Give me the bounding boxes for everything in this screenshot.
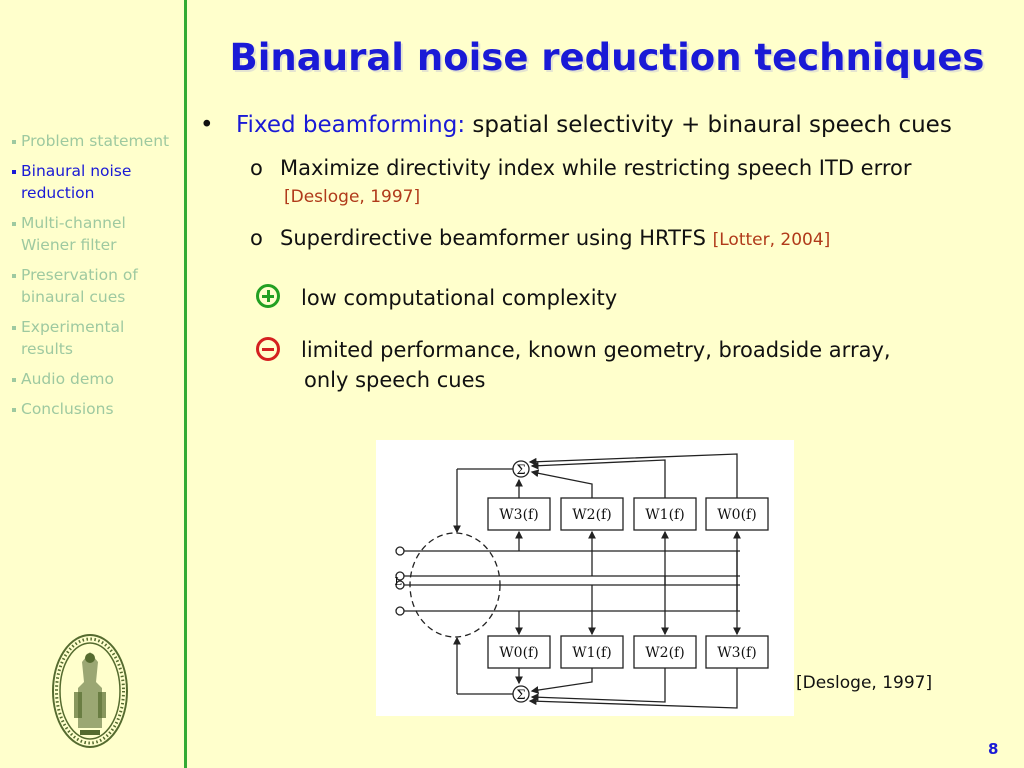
sidebar-nav: Problem statement Binaural noise reducti… [12,130,180,428]
ear-label-left: L [394,575,402,588]
sub-bullet-2: o Superdirective beamformer using HRTFS [… [250,226,830,250]
filter-bottom-label-1: W0(f) [499,645,538,661]
filter-top-label-3: W1(f) [645,507,684,523]
sidebar-item-multichannel-wiener-filter[interactable]: Multi-channel Wiener filter [12,212,180,256]
sub-bullet-marker: o [250,226,263,250]
microphone-1 [395,546,405,556]
sidebar-item-audio-demo[interactable]: Audio demo [12,368,180,390]
page-number: 8 [988,740,999,758]
figure-citation: [Desloge, 1997] [796,673,933,693]
filter-bottom-label-2: W1(f) [572,645,611,661]
sub-bullet-2-citation: [Lotter, 2004] [712,230,831,250]
sidebar-item-conclusions[interactable]: Conclusions [12,398,180,420]
sub-bullet-1-citation: [Desloge, 1997] [284,187,421,207]
sidebar: Problem statement Binaural noise reducti… [0,0,184,768]
bullet-dot: • [200,112,214,138]
filter-top-label-1: W3(f) [499,507,538,523]
beamformer-diagram-svg: Σ Σ W3(f) W2(f) W1(f) W0(f) W0(f) W1(f) … [394,453,769,709]
university-seal-icon [52,634,128,748]
bullet-text: spatial selectivity + binaural speech cu… [472,112,952,138]
sidebar-item-experimental-results[interactable]: Experimental results [12,316,180,360]
sub-bullet-1: o Maximize directivity index while restri… [250,156,912,180]
beamformer-diagram: Σ Σ W3(f) W2(f) W1(f) W0(f) W0(f) W1(f) … [376,440,794,716]
pro-item: low computational complexity [256,284,618,310]
filter-bottom-label-3: W2(f) [645,645,684,661]
sidebar-item-binaural-noise-reduction[interactable]: Binaural noise reduction [12,160,180,204]
sidebar-item-preservation-binaural-cues[interactable]: Preservation of binaural cues [12,264,180,308]
circled-plus-icon [256,284,280,308]
sidebar-divider [184,0,187,768]
bullet-lead: Fixed beamforming: [236,112,466,138]
filter-bottom-label-4: W3(f) [717,645,756,661]
sum-top-label: Σ [516,463,525,478]
sidebar-item-problem-statement[interactable]: Problem statement [12,130,180,152]
circled-minus-icon [256,337,280,361]
con-text-line-1: limited performance, known geometry, bro… [301,338,891,362]
microphone-4 [395,606,405,616]
sub-bullet-marker: o [250,156,263,180]
sub-bullet-1-text: Maximize directivity index while restric… [280,156,912,180]
filter-top-label-4: W0(f) [717,507,756,523]
slide-title: Binaural noise reduction techniques [229,36,985,79]
con-item: limited performance, known geometry, bro… [256,335,891,395]
con-text-line-2: only speech cues [304,368,486,392]
sub-bullet-2-text: Superdirective beamformer using HRTFS [280,226,706,250]
pro-text: low computational complexity [301,286,618,310]
sum-bottom-label: Σ [516,688,525,703]
filter-top-label-2: W2(f) [572,507,611,523]
main-bullet: • Fixed beamforming: spatial selectivity … [200,112,952,138]
